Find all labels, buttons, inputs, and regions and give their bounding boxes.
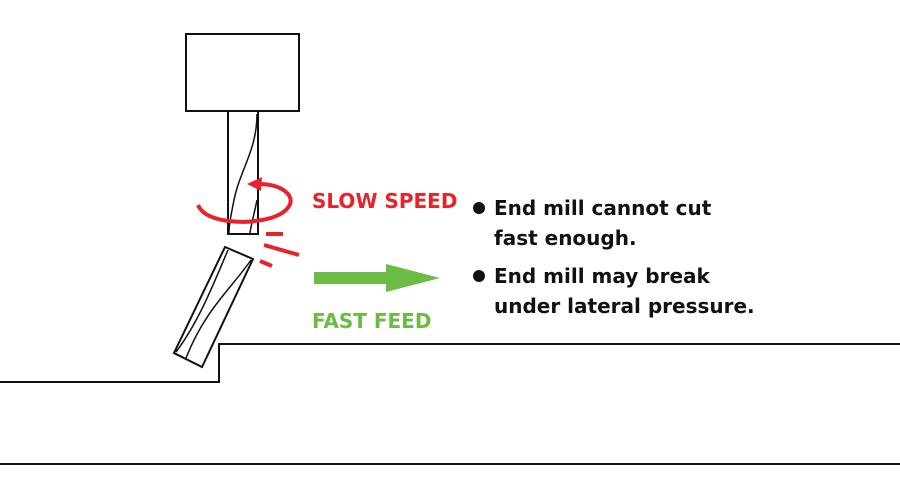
feed-arrow-icon xyxy=(314,264,440,292)
fast-feed-label: FAST FEED xyxy=(312,309,431,333)
break-marks xyxy=(259,232,300,268)
bullet-1-line-1: End mill cannot cut xyxy=(494,196,712,220)
slow-speed-label: SLOW SPEED xyxy=(312,189,457,213)
bullet-1-line-2: fast enough. xyxy=(494,226,637,250)
workpiece-profile xyxy=(0,343,900,383)
end-mill-broken xyxy=(172,245,255,369)
bullet-icon xyxy=(473,202,485,214)
end-mill-upper xyxy=(227,110,259,235)
tool-holder xyxy=(185,33,300,112)
bullet-2-line-1: End mill may break xyxy=(494,264,711,288)
bullet-icon xyxy=(473,270,485,282)
rotation-arrow-icon xyxy=(196,177,293,224)
bullet-2-line-2: under lateral pressure. xyxy=(494,294,755,318)
